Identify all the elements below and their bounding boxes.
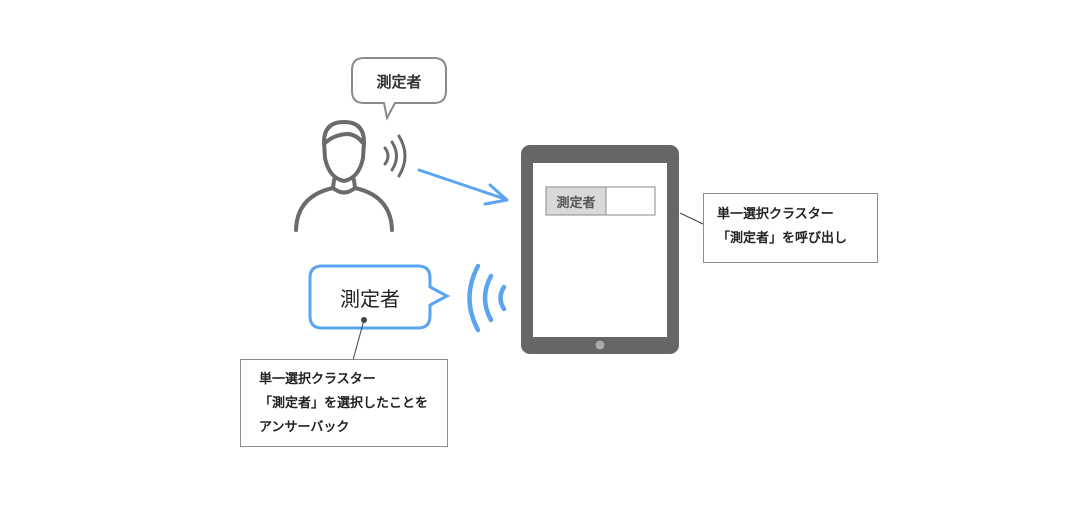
note-answerback-line-1: 単一選択クラスター: [259, 372, 376, 387]
connector-bottom: [352, 319, 365, 361]
measurer-field-label: 測定者: [556, 195, 596, 211]
note-answerback-line-3: アンサーバック: [259, 420, 350, 435]
person-icon: [294, 120, 394, 232]
note-call-line-1: 単一選択クラスター: [717, 207, 834, 222]
measurer-field-label-bg: [545, 186, 607, 216]
measurer-field-input[interactable]: [605, 186, 656, 216]
note-call-line-2: 「測定者」を呼び出し: [717, 231, 848, 246]
answerback-bubble-text: 測定者: [340, 286, 400, 311]
top-bubble-text: 測定者: [376, 72, 422, 91]
answerback-sound-waves-icon: [467, 263, 507, 333]
connector-right: [679, 212, 704, 225]
note-answerback: 単一選択クラスター 「測定者」を選択したことを アンサーバック: [240, 359, 448, 447]
connector-dot: [361, 317, 367, 323]
speech-bubble-answerback: [308, 264, 451, 330]
voice-arrow-icon: [417, 168, 509, 206]
speech-bubble-top: [351, 57, 447, 121]
sound-waves-icon: [383, 134, 407, 178]
note-call-cluster: 単一選択クラスター 「測定者」を呼び出し: [703, 193, 878, 263]
tablet-icon: [521, 145, 679, 354]
note-answerback-line-2: 「測定者」を選択したことを: [259, 396, 429, 411]
